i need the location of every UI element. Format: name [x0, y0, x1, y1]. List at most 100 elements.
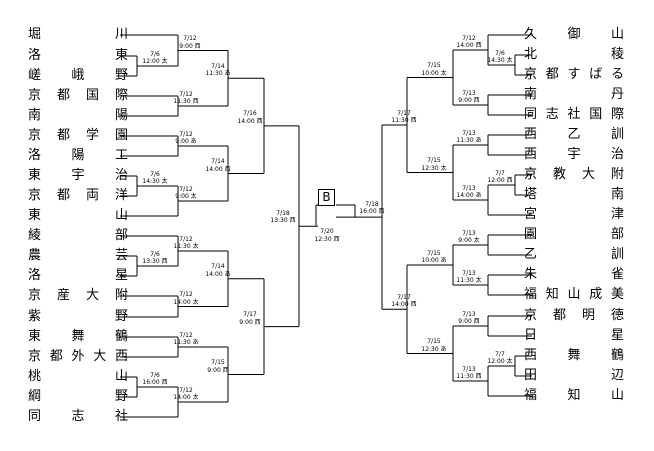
match-date: 7/6	[150, 170, 160, 178]
match-date: 7/12	[179, 185, 193, 193]
match-date: 7/12	[462, 34, 476, 42]
team-name: 塔南	[524, 187, 624, 202]
match-time: 11:30 あ	[173, 339, 199, 346]
match-date: 7/7	[495, 169, 505, 177]
match-time: 11:30 あ	[205, 70, 231, 78]
match-date: 7/17	[397, 293, 411, 301]
team-name: 京教大附	[524, 167, 624, 182]
match-time: 13:30 西	[142, 258, 168, 265]
match-date: 7/15	[427, 338, 441, 345]
match-time: 11:30 西	[173, 98, 199, 105]
match-time: 10:00 あ	[421, 257, 447, 264]
team-name: 東舞鶴	[28, 329, 128, 344]
match-date: 7/12	[179, 90, 193, 98]
match-date: 7/12	[179, 235, 193, 243]
match-time: 9:00 西	[458, 318, 480, 325]
team-name: 東宇治	[28, 168, 128, 183]
match-date: 7/18	[276, 209, 290, 217]
final-time: 12:30 西	[314, 235, 340, 243]
match-time: 16:00 西	[359, 208, 385, 216]
team-name: 桃山	[28, 369, 128, 384]
match-time: 16:00 西	[142, 379, 168, 386]
team-name: 福知山成美	[524, 287, 624, 302]
team-name: 園部	[524, 227, 624, 242]
final-match-label: 7/20 12:30 西	[297, 228, 357, 243]
match-date: 7/13	[462, 184, 476, 192]
team-name: 綱野	[28, 389, 128, 404]
match-time: 14:00 太	[173, 298, 199, 306]
match-date: 7/13	[462, 129, 476, 137]
team-name: 久御山	[524, 27, 624, 42]
match-date: 7/14	[211, 158, 225, 165]
team-name: 田辺	[524, 368, 624, 383]
team-name: 洛星	[28, 268, 128, 283]
match-date: 7/12	[179, 386, 193, 394]
match-date: 7/15	[427, 157, 441, 164]
team-name: 福知山	[524, 388, 624, 403]
match-time: 14:30 太	[487, 57, 513, 64]
team-name: 南丹	[524, 87, 624, 102]
team-name: 京産大附	[28, 288, 128, 303]
match-date: 7/17	[243, 311, 257, 319]
team-name: 京都両洋	[28, 188, 128, 203]
match-date: 7/12	[179, 130, 193, 138]
match-time: 12:00 西	[487, 177, 513, 184]
match-date: 7/15	[427, 249, 441, 257]
team-name: 堀川	[28, 27, 128, 42]
match-time: 14:00 太	[173, 394, 199, 401]
team-name: 朱雀	[524, 267, 624, 282]
match-time: 10:00 太	[421, 69, 447, 77]
match-date: 7/13	[462, 310, 476, 318]
team-name: 京都国際	[28, 88, 128, 103]
match-date: 7/13	[462, 365, 476, 373]
match-time: 14:00 西	[456, 42, 482, 49]
match-time: 11:30 太	[456, 277, 482, 284]
match-time: 9:00 西	[179, 42, 201, 50]
match-time: 11:30 太	[173, 243, 199, 250]
match-time: 12:30 太	[421, 164, 447, 172]
match-time: 14:00 あ	[456, 192, 482, 199]
match-time: 11:30 西	[391, 117, 417, 124]
match-date: 7/6	[150, 50, 160, 58]
team-name: 洛東	[28, 48, 128, 63]
match-date: 7/6	[150, 250, 160, 258]
team-name: 日星	[524, 328, 624, 343]
match-time: 12:30 あ	[421, 345, 447, 353]
match-date: 7/16	[243, 110, 257, 118]
match-date: 7/14	[211, 62, 225, 70]
match-time: 14:00 西	[205, 165, 231, 173]
match-date: 7/15	[211, 359, 225, 366]
team-name: 農芸	[28, 248, 128, 263]
team-name: 綾部	[28, 228, 128, 243]
team-name: 宮津	[524, 207, 624, 222]
match-date: 7/6	[150, 371, 160, 379]
match-date: 7/12	[183, 35, 197, 42]
final-date: 7/20	[320, 228, 334, 235]
match-time: 9:00 あ	[175, 138, 197, 145]
match-time: 9:00 西	[458, 97, 480, 104]
match-date: 7/6	[495, 49, 505, 57]
